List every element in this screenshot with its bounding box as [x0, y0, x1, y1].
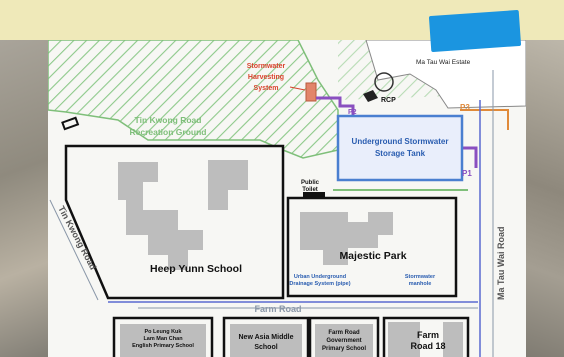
label-new-asia-1: New Asia Middle: [239, 334, 294, 341]
purple-pipe-north: [316, 96, 355, 118]
label-recreation-1: Tin Kwong Road: [135, 115, 202, 125]
label-manhole-1: Stormwater: [405, 274, 436, 280]
site-map-svg: Stormwater Harvesting System RCP Ma Tau …: [48, 40, 526, 357]
label-recreation-2: Recreation Ground: [130, 127, 207, 137]
label-tank-2: Storage Tank: [375, 149, 426, 158]
small-marker-left: [61, 116, 80, 131]
public-toilet: [303, 192, 325, 200]
farm-road-18-buildings: [388, 322, 463, 357]
label-new-asia-2: School: [254, 344, 277, 351]
label-harvesting-2: Harvesting: [248, 74, 284, 81]
orange-pipe: [460, 109, 509, 130]
rcp-marker: [363, 90, 378, 102]
label-rcp: RCP: [381, 97, 396, 104]
label-gov-1: Farm Road: [328, 330, 360, 336]
label-majestic-park: Majestic Park: [339, 250, 406, 262]
label-gov-2: Government: [326, 338, 361, 344]
label-school1-1: Po Leung Kuk: [145, 329, 183, 335]
label-p2: P2: [348, 109, 357, 116]
label-harvesting-3: System: [254, 85, 279, 92]
recreation-ground-area: [48, 40, 339, 159]
label-farm18-2: Road 18: [410, 341, 445, 351]
label-school1-2: Lam Man Chan: [143, 336, 183, 342]
farm-road-gov-building: [315, 324, 373, 357]
label-farm18-1: Farm: [417, 330, 439, 340]
tin-kwong-road-edge: [49, 199, 99, 301]
label-drainage-2: Drainage System (pipe): [289, 281, 350, 287]
label-estate: Ma Tau Wai Estate: [416, 59, 471, 66]
label-tank-1: Underground Stormwater: [352, 137, 449, 146]
label-harvesting-1: Stormwater: [247, 63, 286, 70]
harvesting-tank: [305, 82, 317, 102]
purple-pipe-east: [458, 146, 478, 168]
majestic-park-buildings: [300, 212, 393, 265]
label-toilet-2: Toilet: [302, 187, 318, 193]
roundabout-circle: [374, 72, 394, 92]
site-map: Stormwater Harvesting System RCP Ma Tau …: [48, 40, 526, 357]
label-school1-3: English Primary School: [132, 343, 194, 349]
heep-yunn-buildings: [118, 160, 248, 270]
label-toilet-1: Public: [301, 180, 320, 186]
pui-ching-building: [120, 324, 206, 357]
storage-tank: [336, 114, 464, 182]
new-asia-building: [230, 324, 302, 357]
label-ma-tau-wai-road: Ma Tau Wai Road: [496, 226, 506, 300]
label-gov-3: Primary School: [322, 346, 366, 352]
label-p3: P3: [460, 103, 470, 112]
label-p1: P1: [462, 169, 472, 178]
label-farm-road: Farm Road: [254, 304, 301, 314]
label-manhole-2: manhole: [409, 281, 432, 287]
label-drainage-1: Urban Underground: [294, 274, 346, 280]
label-heep-yunn: Heep Yunn School: [150, 263, 242, 275]
estate-building: [365, 40, 526, 109]
blue-tag: [428, 9, 522, 53]
